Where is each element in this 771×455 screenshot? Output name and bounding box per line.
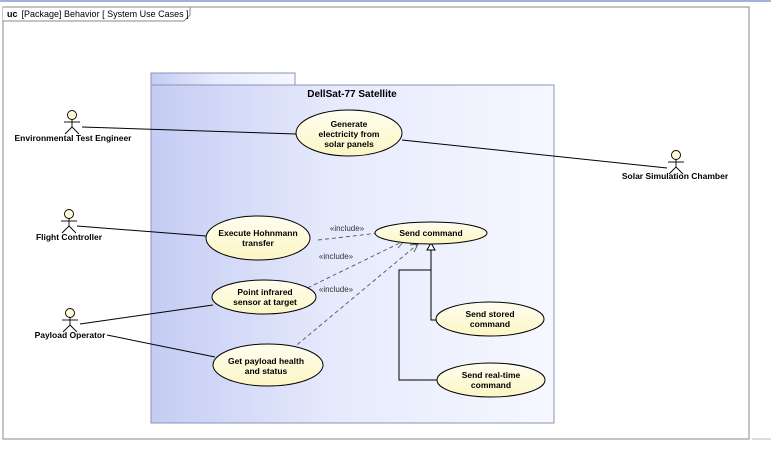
include-label-3: «include» <box>319 285 354 294</box>
use-case-send-realtime-command[interactable]: Send real-time command <box>436 362 546 398</box>
use-case-label: Point infrared <box>237 287 292 297</box>
include-point-send <box>294 240 405 295</box>
actor-name: Solar Simulation Chamber <box>622 171 729 181</box>
actor-flight-controller[interactable]: Flight Controller <box>36 209 103 243</box>
frame-kind: uc <box>7 9 18 19</box>
stick-figure-icon <box>668 150 684 175</box>
use-case-generate-electricity[interactable]: Generate electricity from solar panels <box>295 109 403 157</box>
assoc-payload-health <box>106 334 216 358</box>
include-label-2: «include» <box>319 252 354 261</box>
assoc-generate-chamber <box>401 139 668 169</box>
use-case-label: Send command <box>399 228 462 238</box>
use-case-label: transfer <box>242 238 274 248</box>
generalizations <box>398 241 437 381</box>
frame-title: [Package] Behavior [ System Use Cases ] <box>22 9 189 19</box>
use-case-label: electricity from <box>319 129 380 139</box>
use-case-label: sensor at target <box>233 297 297 307</box>
actor-environmental-test-engineer[interactable]: Environmental Test Engineer <box>15 110 133 144</box>
use-case-get-payload-health[interactable]: Get payload health and status <box>212 343 324 387</box>
stick-figure-icon <box>64 110 80 135</box>
use-case-ellipse[interactable] <box>295 109 403 157</box>
use-case-label: Execute Hohnmann <box>218 228 297 238</box>
include-label-1: «include» <box>330 224 365 233</box>
use-case-send-stored-command[interactable]: Send stored command <box>435 301 545 337</box>
actor-name: Environmental Test Engineer <box>15 133 133 143</box>
stick-figure-icon <box>61 209 77 234</box>
use-case-label: solar panels <box>324 139 374 149</box>
use-case-ellipse[interactable] <box>435 301 545 337</box>
generalization-arrowhead <box>426 241 436 251</box>
use-case-label: Send stored <box>465 309 514 319</box>
actor-payload-operator[interactable]: Payload Operator <box>35 308 107 341</box>
use-case-ellipse[interactable] <box>205 215 311 261</box>
use-case-point-infrared[interactable]: Point infrared sensor at target <box>211 279 317 315</box>
use-case-label: Get payload health <box>228 356 304 366</box>
frame-label: uc [Package] Behavior [ System Use Cases … <box>7 9 189 19</box>
frame-label-tab <box>3 6 191 22</box>
use-case-label: Generate <box>331 119 368 129</box>
use-case-label: command <box>470 319 510 329</box>
use-case-label: command <box>471 380 511 390</box>
use-case-label: and status <box>245 366 288 376</box>
assoc-flight-execute <box>76 225 207 237</box>
use-case-ellipse[interactable] <box>436 362 546 398</box>
generalization-stored-send <box>430 250 437 321</box>
include-health-send <box>291 243 419 350</box>
use-case-execute-hohnmann[interactable]: Execute Hohnmann transfer <box>205 215 311 261</box>
package-title: DellSat-77 Satellite <box>307 89 397 100</box>
use-case-send-command[interactable]: Send command <box>374 221 488 245</box>
actor-name: Flight Controller <box>36 232 103 242</box>
actor-name: Payload Operator <box>35 330 107 340</box>
stick-figure-icon <box>62 308 78 333</box>
use-case-ellipse[interactable] <box>374 221 488 245</box>
assoc-engineer-generate <box>81 126 297 135</box>
generalization-realtime-send <box>398 269 437 381</box>
use-case-ellipse[interactable] <box>212 343 324 387</box>
actor-solar-simulation-chamber[interactable]: Solar Simulation Chamber <box>622 150 729 182</box>
package-tab <box>150 72 296 87</box>
use-case-label: Send real-time <box>462 370 521 380</box>
associations <box>76 126 668 358</box>
use-case-ellipse[interactable] <box>211 279 317 315</box>
assoc-payload-point <box>79 304 214 325</box>
